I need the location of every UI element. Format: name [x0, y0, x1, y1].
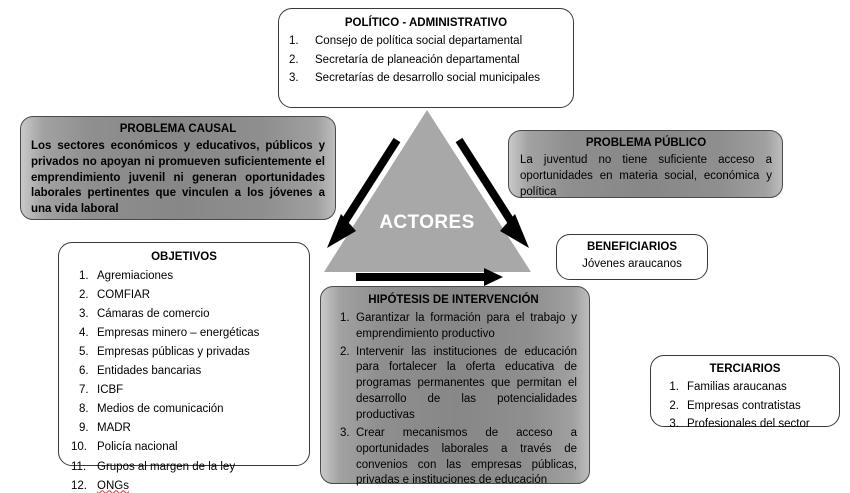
beneficiarios-box: BENEFICIARIOS Jóvenes araucanos: [556, 234, 708, 280]
politico-list: 1. Consejo de política social departamen…: [289, 34, 563, 87]
item-number: 4.: [79, 327, 89, 340]
hipotesis-intervencion-box: HIPÓTESIS DE INTERVENCIÓN 1. Garantizar …: [320, 286, 590, 486]
list-item: 1. Familias araucanas: [659, 380, 831, 396]
list-item: 12. ONGs: [67, 479, 301, 493]
item-text: Consejo de política social departamental: [315, 35, 523, 48]
terciarios-list: 1. Familias araucanas 2. Empresas contra…: [659, 380, 831, 433]
item-text: Empresas públicas y privadas: [97, 346, 250, 359]
list-item: 4. Empresas minero – energéticas: [67, 326, 301, 342]
terciarios-title: TERCIARIOS: [709, 363, 781, 375]
list-item: 1. Garantizar la formación para el traba…: [330, 311, 577, 343]
objetivos-list: 1. Agremiaciones 2. COMFIAR 3. Cámaras d…: [67, 269, 301, 493]
list-item: 3. Crear mecanismos de acceso a oportuni…: [330, 426, 577, 489]
item-number: 2.: [289, 53, 299, 66]
list-item: 6. Entidades bancarias: [67, 364, 301, 380]
list-item: 1. Agremiaciones: [67, 269, 301, 285]
item-number: 2.: [79, 289, 89, 302]
list-item: 8. Medios de comunicación: [67, 402, 301, 418]
beneficiarios-text: Jóvenes araucanos: [582, 257, 682, 270]
item-number: 1.: [669, 381, 679, 394]
item-text: Cámaras de comercio: [97, 308, 210, 321]
item-number: 3.: [340, 426, 350, 439]
list-item: 11. Grupos al margen de la ley: [67, 460, 301, 476]
item-number: 6.: [79, 365, 89, 378]
item-text: Familias araucanas: [687, 381, 787, 394]
list-item: 2. Empresas contratistas: [659, 399, 831, 415]
actores-triangle: [324, 110, 531, 272]
item-number: 12.: [71, 479, 87, 492]
hipotesis-title: HIPÓTESIS DE INTERVENCIÓN: [368, 294, 539, 306]
arrow-to-hipotesis-icon: [356, 268, 503, 286]
list-item: 10. Policía nacional: [67, 440, 301, 456]
item-text: Policía nacional: [97, 441, 178, 454]
terciarios-box: TERCIARIOS 1. Familias araucanas 2. Empr…: [650, 355, 840, 430]
problema-publico-box: PROBLEMA PÚBLICO La juventud no tiene su…: [508, 130, 783, 198]
item-text: ONGs: [97, 479, 129, 492]
list-item: 2. Intervenir las instituciones de educa…: [330, 345, 577, 424]
problema-causal-title: PROBLEMA CAUSAL: [119, 123, 237, 135]
item-text: Secretarías de desarrollo social municip…: [315, 72, 540, 85]
item-number: 1.: [289, 35, 299, 48]
item-text: MADR: [97, 422, 131, 435]
item-number: 2.: [340, 345, 350, 358]
item-text: Empresas contratistas: [687, 399, 801, 412]
problema-publico-text: La juventud no tiene suficiente acceso a…: [520, 153, 772, 198]
hipotesis-list: 1. Garantizar la formación para el traba…: [330, 311, 577, 489]
item-text: Grupos al margen de la ley: [97, 460, 236, 473]
item-number: 3.: [669, 418, 679, 431]
list-item: 2. COMFIAR: [67, 288, 301, 304]
item-number: 1.: [79, 270, 89, 283]
item-number: 1.: [340, 311, 350, 324]
item-text: Garantizar la formación para el trabajo …: [356, 311, 577, 340]
item-text: ICBF: [97, 384, 124, 397]
item-text: Entidades bancarias: [97, 365, 202, 378]
beneficiarios-title: BENEFICIARIOS: [586, 241, 678, 253]
objetivos-box: OBJETIVOS 1. Agremiaciones 2. COMFIAR 3.…: [58, 242, 310, 492]
actores-label: ACTORES: [379, 212, 475, 233]
politico-title: POLÍTICO - ADMINISTRATIVO: [344, 17, 508, 29]
item-number: 11.: [71, 460, 87, 473]
item-number: 7.: [79, 384, 89, 397]
item-number: 10.: [71, 441, 87, 454]
objetivos-title: OBJETIVOS: [151, 251, 217, 263]
list-item: 3. Secretarías de desarrollo social muni…: [289, 71, 563, 87]
item-text: Intervenir las instituciones de educació…: [356, 345, 577, 422]
list-item: 2. Secretaría de planeación departamenta…: [289, 53, 563, 69]
item-number: 3.: [289, 72, 299, 85]
list-item: 9. MADR: [67, 421, 301, 437]
item-text: Agremiaciones: [97, 270, 174, 283]
item-number: 9.: [79, 422, 89, 435]
list-item: 1. Consejo de política social departamen…: [289, 34, 563, 50]
item-number: 8.: [79, 403, 89, 416]
problema-causal-text: Los sectores económicos y educativos, pú…: [31, 139, 325, 216]
item-text: Empresas minero – energéticas: [97, 327, 260, 340]
item-text: Crear mecanismos de acceso a oportunidad…: [356, 426, 577, 487]
problema-publico-title: PROBLEMA PÚBLICO: [585, 137, 707, 149]
list-item: 3. Cámaras de comercio: [67, 307, 301, 323]
item-number: 3.: [79, 308, 89, 321]
item-text: COMFIAR: [97, 289, 151, 302]
item-text: Medios de comunicación: [97, 403, 224, 416]
list-item: 5. Empresas públicas y privadas: [67, 345, 301, 361]
item-text: Secretaría de planeación departamental: [315, 53, 520, 66]
problema-causal-box: PROBLEMA CAUSAL Los sectores económicos …: [20, 116, 336, 220]
item-text: Profesionales del sector: [687, 418, 810, 431]
item-number: 5.: [79, 346, 89, 359]
item-number: 2.: [669, 399, 679, 412]
list-item: 3. Profesionales del sector: [659, 417, 831, 433]
politico-administrativo-box: POLÍTICO - ADMINISTRATIVO 1. Consejo de …: [278, 8, 574, 108]
list-item: 7. ICBF: [67, 383, 301, 399]
